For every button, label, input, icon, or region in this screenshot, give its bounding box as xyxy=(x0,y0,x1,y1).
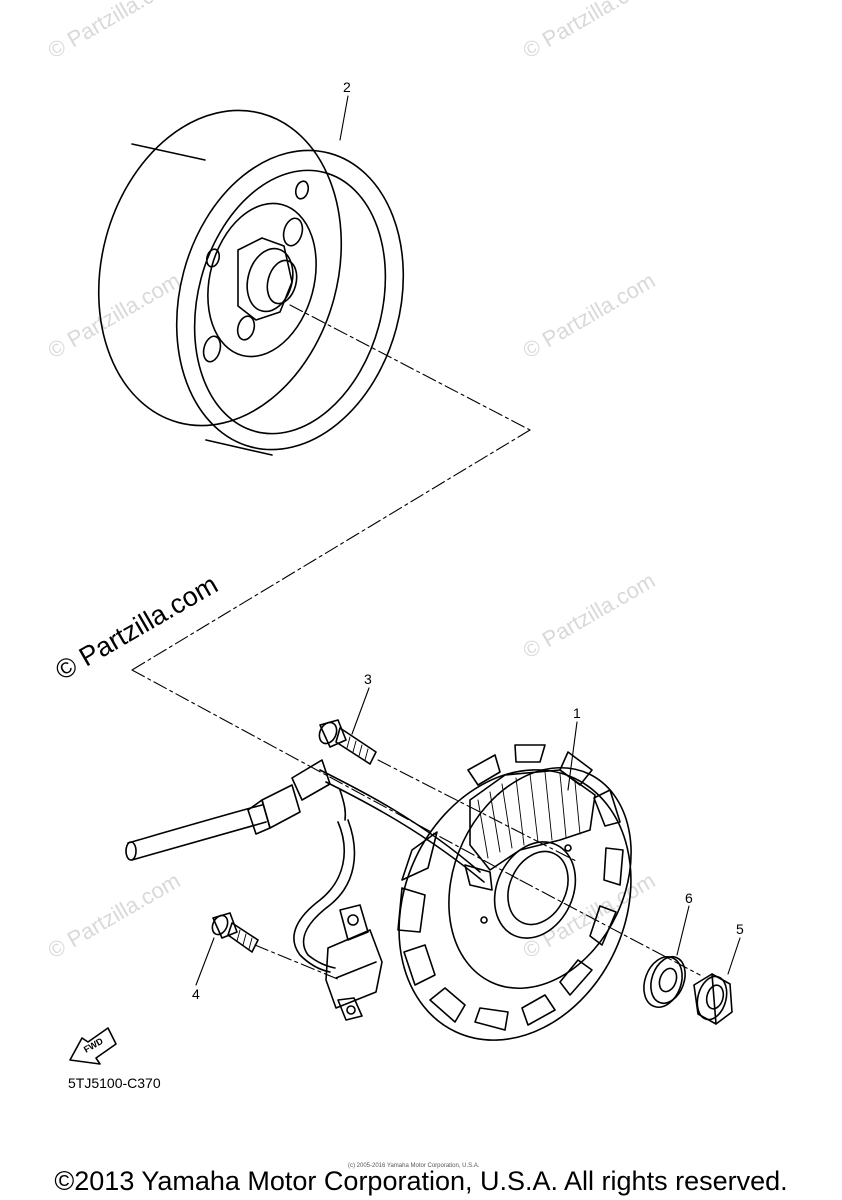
screw-part-4 xyxy=(211,912,259,953)
stator-pole xyxy=(589,905,617,946)
stator-pole xyxy=(593,789,621,827)
pickup-coil xyxy=(325,904,383,1021)
diagram-code: 5TJ5100-C370 xyxy=(68,1075,161,1091)
rotor-assembly xyxy=(97,109,405,456)
callout-3: 3 xyxy=(364,671,372,687)
alignment-lines xyxy=(131,304,701,981)
rotor-center-bore xyxy=(266,259,298,305)
stator-center-bore xyxy=(493,841,577,939)
rotor-back-rim xyxy=(97,109,343,427)
rotor-front-rim xyxy=(175,149,405,451)
fwd-label: FWD xyxy=(82,1036,105,1055)
rotor-hub-face xyxy=(207,202,317,358)
stator-pole xyxy=(514,744,546,763)
callout-5: 5 xyxy=(736,921,744,937)
pickup-mount-hole xyxy=(347,914,359,926)
pickup-coil-body xyxy=(325,929,383,1009)
stator-pole xyxy=(603,847,624,886)
stator-assembly xyxy=(397,744,632,1041)
callout-2: 2 xyxy=(343,79,351,95)
stator-pole xyxy=(401,831,438,881)
stator-windings xyxy=(469,769,596,871)
callout-leaders xyxy=(195,95,741,986)
rotor-hole xyxy=(202,335,222,363)
callout-4: 4 xyxy=(192,986,200,1002)
cable-clamp xyxy=(291,759,331,801)
wire-harness xyxy=(125,759,493,973)
pickup-mount-hole xyxy=(346,1005,356,1015)
callout-1: 1 xyxy=(573,705,581,721)
nut-part-5 xyxy=(693,973,733,1025)
fine-print: (c) 2005-2016 Yamaha Motor Corporation, … xyxy=(348,1163,480,1169)
stator-pole xyxy=(474,1007,509,1031)
fwd-arrow xyxy=(69,1027,117,1065)
rotor-hole xyxy=(236,315,256,341)
stator-pole xyxy=(397,887,426,933)
copyright-footer: ©2013 Yamaha Motor Corporation, U.S.A. A… xyxy=(54,1166,788,1196)
stator-pole xyxy=(559,959,593,996)
callout-6: 6 xyxy=(685,890,693,906)
stator-body xyxy=(398,769,632,1041)
rotor-hole xyxy=(294,180,310,200)
screw-part-3 xyxy=(318,719,377,765)
cable-end xyxy=(125,841,137,861)
stator-pole xyxy=(403,944,436,986)
rotor-hole xyxy=(282,217,304,247)
rotor-hole xyxy=(205,248,221,268)
stator-pole xyxy=(521,994,556,1026)
stator-pole xyxy=(467,754,501,786)
rotor-inner-rim xyxy=(193,169,387,435)
washer-part-6 xyxy=(643,955,686,1008)
stator-pole xyxy=(429,987,466,1023)
